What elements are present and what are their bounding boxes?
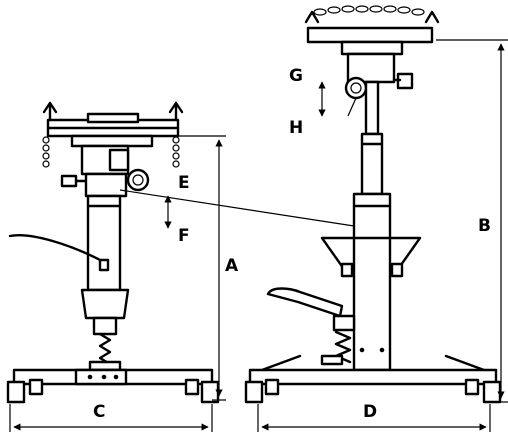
right-cylinder: [352, 192, 392, 372]
left-base: [12, 368, 214, 386]
label-f: F: [178, 226, 190, 246]
left-pump-unit: [80, 288, 130, 372]
right-head-assembly: [340, 40, 414, 100]
right-saddle: [304, 5, 440, 44]
right-extended-ram: [360, 80, 384, 196]
left-cylinder: [86, 194, 122, 292]
label-h: H: [289, 118, 304, 138]
left-head-assembly: [60, 134, 154, 198]
label-b: B: [478, 216, 491, 236]
left-jack: [6, 101, 220, 404]
left-saddle-chains: [42, 136, 180, 168]
label-d: D: [363, 402, 378, 422]
right-foot-pedal: [266, 287, 356, 366]
label-e: E: [178, 173, 190, 193]
right-jack: [244, 5, 502, 404]
label-g: G: [289, 66, 303, 86]
label-c: C: [93, 402, 106, 422]
right-tray-bracket: [320, 236, 422, 274]
label-a: A: [225, 256, 239, 276]
left-pump-handle: [8, 234, 106, 264]
right-base: [248, 354, 498, 386]
dimension-lines: [9, 39, 508, 432]
right-saddle-chain: [313, 5, 425, 16]
left-saddle: [42, 101, 184, 168]
